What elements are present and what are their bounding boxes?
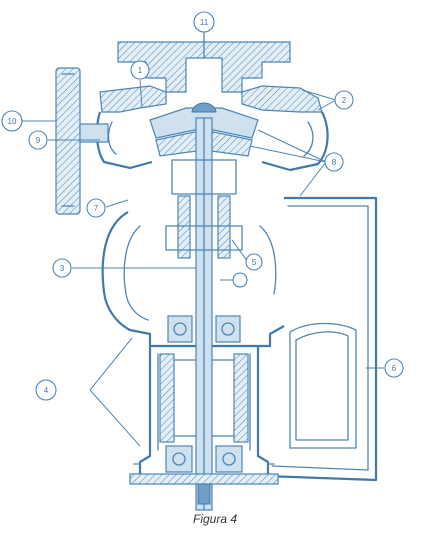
callout-10-label: 10 xyxy=(8,117,17,126)
callout-8: 8 xyxy=(324,152,344,172)
callout-3: 3 xyxy=(52,258,72,278)
callout-9: 9 xyxy=(28,130,48,150)
callout-2-label: 2 xyxy=(342,96,347,105)
callout-1-label: 1 xyxy=(138,66,143,75)
lower-bearing xyxy=(165,445,243,473)
callout-5-label: 5 xyxy=(252,258,257,267)
callout-10: 10 xyxy=(1,110,23,132)
bearing-bracket xyxy=(101,196,378,482)
bearing-housing xyxy=(159,353,249,443)
callout-11: 11 xyxy=(193,11,215,33)
leader-lines xyxy=(22,34,384,447)
callout-3-label: 3 xyxy=(60,264,65,273)
callout-7-label: 7 xyxy=(94,204,99,213)
callout-5: 5 xyxy=(245,253,263,271)
suction-flange xyxy=(55,67,109,215)
shaft xyxy=(165,117,243,511)
callout-9-label: 9 xyxy=(36,136,41,145)
callout-1: 1 xyxy=(130,60,150,80)
upper-bearing xyxy=(167,315,241,343)
callout-2: 2 xyxy=(334,90,354,110)
callout-7: 7 xyxy=(86,198,106,218)
callout-6-label: 6 xyxy=(392,364,397,373)
callout-11-label: 11 xyxy=(200,18,209,27)
callout-4-label: 4 xyxy=(44,386,49,395)
figure-caption: Figura 4 xyxy=(192,512,238,526)
callout-4: 4 xyxy=(35,379,57,401)
callout-7b xyxy=(232,272,248,288)
callout-6: 6 xyxy=(384,358,404,378)
base-plate xyxy=(129,463,279,505)
callout-8-label: 8 xyxy=(332,158,337,167)
